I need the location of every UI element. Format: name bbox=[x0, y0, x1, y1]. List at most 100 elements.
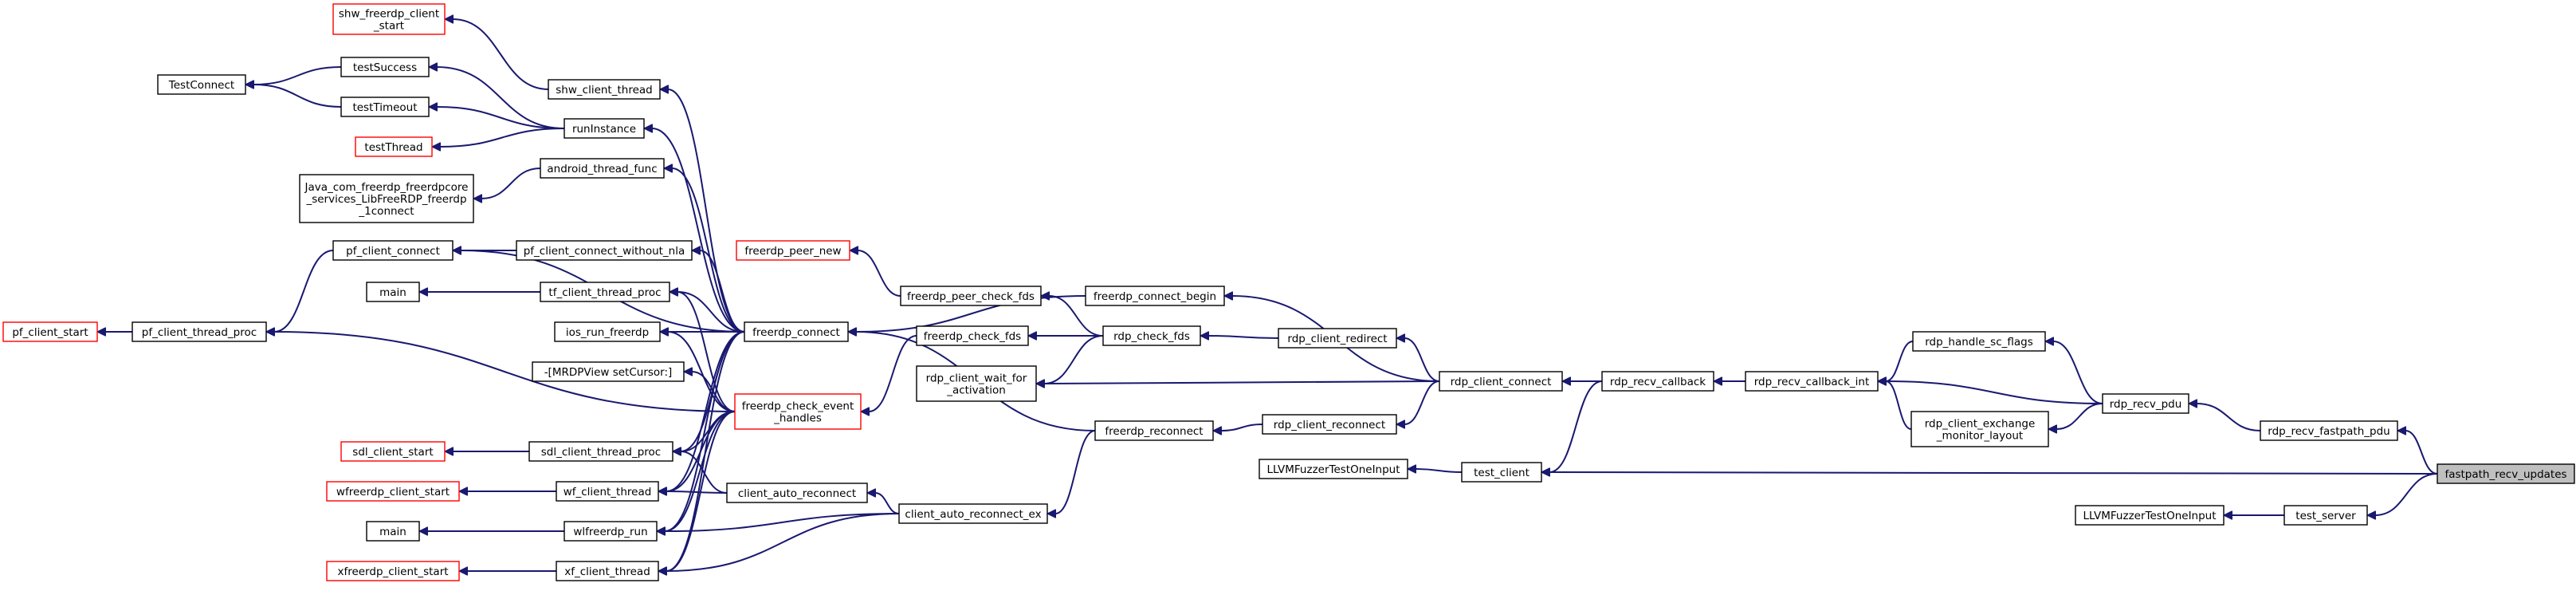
node-LLVMFuzzerTestOneInput_1[interactable]: LLVMFuzzerTestOneInput bbox=[1259, 459, 1408, 479]
node-freerdp_connect[interactable]: freerdp_connect bbox=[744, 321, 849, 342]
node-box-main_2[interactable] bbox=[366, 521, 420, 542]
node-rdp_client_wait_for_activation[interactable]: rdp_client_wait_for_activation bbox=[916, 365, 1037, 402]
node-rdp_client_reconnect[interactable]: rdp_client_reconnect bbox=[1262, 414, 1397, 435]
node-box-TestConnect[interactable] bbox=[157, 74, 246, 95]
node-box-test_server[interactable] bbox=[2283, 505, 2368, 526]
node-box-rdp_client_exchange_monitor_layout[interactable] bbox=[1910, 411, 2049, 447]
node-freerdp_connect_begin[interactable]: freerdp_connect_begin bbox=[1085, 286, 1225, 306]
node-pf_client_start[interactable]: pf_client_start bbox=[2, 321, 98, 342]
node-xfreerdp_client_start[interactable]: xfreerdp_client_start bbox=[326, 561, 460, 581]
node-testTimeout[interactable]: testTimeout bbox=[340, 97, 430, 117]
node-rdp_recv_fastpath_pdu[interactable]: rdp_recv_fastpath_pdu bbox=[2260, 420, 2398, 441]
node-wlfreerdp_run[interactable]: wlfreerdp_run bbox=[564, 521, 658, 542]
node-box-sdl_client_thread_proc[interactable] bbox=[528, 441, 673, 462]
node-client_auto_reconnect[interactable]: client_auto_reconnect bbox=[726, 483, 868, 503]
node-box-testThread[interactable] bbox=[355, 136, 433, 157]
node-box-main_1[interactable] bbox=[366, 282, 420, 302]
node-box-rdp_client_reconnect[interactable] bbox=[1262, 414, 1397, 435]
node-box-rdp_client_redirect[interactable] bbox=[1278, 328, 1397, 349]
node-box-freerdp_check_event_handles[interactable] bbox=[734, 393, 862, 430]
node-test_server[interactable]: test_server bbox=[2283, 505, 2368, 526]
node-box-test_client[interactable] bbox=[1461, 462, 1542, 483]
node-shw_freerdp_client_start[interactable]: shw_freerdp_client_start bbox=[332, 3, 446, 35]
node-box-rdp_handle_sc_flags[interactable] bbox=[1912, 331, 2046, 352]
node-box-rdp_recv_fastpath_pdu[interactable] bbox=[2260, 420, 2398, 441]
node-wf_client_thread[interactable]: wf_client_thread bbox=[556, 481, 659, 502]
node-rdp_client_exchange_monitor_layout[interactable]: rdp_client_exchange_monitor_layout bbox=[1910, 411, 2049, 447]
node-box-ios_run_freerdp[interactable] bbox=[554, 321, 661, 342]
node-rdp_handle_sc_flags[interactable]: rdp_handle_sc_flags bbox=[1912, 331, 2046, 352]
node-box-rdp_recv_pdu[interactable] bbox=[2102, 393, 2189, 414]
node-box-client_auto_reconnect_ex[interactable] bbox=[898, 503, 1048, 524]
node-pf_client_thread_proc[interactable]: pf_client_thread_proc bbox=[132, 321, 267, 342]
node-box-testSuccess[interactable] bbox=[340, 57, 430, 77]
node-box-shw_freerdp_client_start[interactable] bbox=[332, 3, 446, 35]
node-ios_run_freerdp[interactable]: ios_run_freerdp bbox=[554, 321, 661, 342]
node-box-rdp_recv_callback[interactable] bbox=[1601, 371, 1714, 392]
node-sdl_client_thread_proc[interactable]: sdl_client_thread_proc bbox=[528, 441, 673, 462]
node-box-rdp_check_fds[interactable] bbox=[1102, 325, 1201, 346]
node-fastpath_recv_updates[interactable]: fastpath_recv_updates bbox=[2437, 463, 2575, 484]
node-shw_client_thread[interactable]: shw_client_thread bbox=[548, 79, 661, 100]
node-box-pf_client_connect_without_nla[interactable] bbox=[516, 240, 693, 261]
node-sdl_client_start[interactable]: sdl_client_start bbox=[340, 441, 446, 462]
node-rdp_recv_pdu[interactable]: rdp_recv_pdu bbox=[2102, 393, 2189, 414]
node-box-LLVMFuzzerTestOneInput_1[interactable] bbox=[1259, 459, 1408, 479]
node-freerdp_peer_check_fds[interactable]: freerdp_peer_check_fds bbox=[900, 286, 1042, 306]
node-android_thread_func[interactable]: android_thread_func bbox=[540, 158, 665, 179]
node-rdp_recv_callback[interactable]: rdp_recv_callback bbox=[1601, 371, 1714, 392]
node-xf_client_thread[interactable]: xf_client_thread bbox=[556, 561, 659, 581]
node-box-mrdpview_setcursor[interactable] bbox=[532, 361, 685, 382]
node-freerdp_check_event_handles[interactable]: freerdp_check_event_handles bbox=[734, 393, 862, 430]
node-rdp_check_fds[interactable]: rdp_check_fds bbox=[1102, 325, 1201, 346]
node-mrdpview_setcursor[interactable]: -[MRDPView setCursor:] bbox=[532, 361, 685, 382]
node-box-rdp_client_connect[interactable] bbox=[1439, 371, 1563, 392]
node-box-pf_client_connect[interactable] bbox=[332, 240, 454, 261]
node-box-pf_client_thread_proc[interactable] bbox=[132, 321, 267, 342]
node-testThread[interactable]: testThread bbox=[355, 136, 433, 157]
node-box-freerdp_peer_new[interactable] bbox=[736, 240, 850, 261]
node-main_2[interactable]: main bbox=[366, 521, 420, 542]
node-box-java_connect[interactable] bbox=[299, 174, 474, 223]
node-test_client[interactable]: test_client bbox=[1461, 462, 1542, 483]
node-box-wfreerdp_client_start[interactable] bbox=[326, 481, 460, 502]
node-box-freerdp_check_fds[interactable] bbox=[916, 325, 1029, 346]
node-TestConnect[interactable]: TestConnect bbox=[157, 74, 246, 95]
node-box-runInstance[interactable] bbox=[564, 118, 645, 139]
node-pf_client_connect_without_nla[interactable]: pf_client_connect_without_nla bbox=[516, 240, 693, 261]
node-box-rdp_recv_callback_int[interactable] bbox=[1745, 371, 1879, 392]
node-box-freerdp_reconnect[interactable] bbox=[1094, 420, 1214, 441]
node-runInstance[interactable]: runInstance bbox=[564, 118, 645, 139]
node-LLVMFuzzerTestOneInput_2[interactable]: LLVMFuzzerTestOneInput bbox=[2075, 505, 2225, 526]
node-tf_client_thread_proc[interactable]: tf_client_thread_proc bbox=[540, 282, 670, 302]
node-rdp_recv_callback_int[interactable]: rdp_recv_callback_int bbox=[1745, 371, 1879, 392]
node-box-xf_client_thread[interactable] bbox=[556, 561, 659, 581]
node-box-freerdp_peer_check_fds[interactable] bbox=[900, 286, 1042, 306]
node-box-fastpath_recv_updates[interactable] bbox=[2437, 463, 2575, 484]
node-testSuccess[interactable]: testSuccess bbox=[340, 57, 430, 77]
node-rdp_client_connect[interactable]: rdp_client_connect bbox=[1439, 371, 1563, 392]
node-client_auto_reconnect_ex[interactable]: client_auto_reconnect_ex bbox=[898, 503, 1048, 524]
node-box-freerdp_connect[interactable] bbox=[744, 321, 849, 342]
node-box-client_auto_reconnect[interactable] bbox=[726, 483, 868, 503]
node-box-sdl_client_start[interactable] bbox=[340, 441, 446, 462]
node-box-xfreerdp_client_start[interactable] bbox=[326, 561, 460, 581]
node-freerdp_check_fds[interactable]: freerdp_check_fds bbox=[916, 325, 1029, 346]
node-box-pf_client_start[interactable] bbox=[2, 321, 98, 342]
node-box-wf_client_thread[interactable] bbox=[556, 481, 659, 502]
node-java_connect[interactable]: Java_com_freerdp_freerdpcore_services_Li… bbox=[299, 174, 474, 223]
node-box-shw_client_thread[interactable] bbox=[548, 79, 661, 100]
node-box-wlfreerdp_run[interactable] bbox=[564, 521, 658, 542]
node-rdp_client_redirect[interactable]: rdp_client_redirect bbox=[1278, 328, 1397, 349]
node-freerdp_reconnect[interactable]: freerdp_reconnect bbox=[1094, 420, 1214, 441]
node-pf_client_connect[interactable]: pf_client_connect bbox=[332, 240, 454, 261]
node-main_1[interactable]: main bbox=[366, 282, 420, 302]
node-box-LLVMFuzzerTestOneInput_2[interactable] bbox=[2075, 505, 2225, 526]
node-freerdp_peer_new[interactable]: freerdp_peer_new bbox=[736, 240, 850, 261]
node-box-android_thread_func[interactable] bbox=[540, 158, 665, 179]
node-box-tf_client_thread_proc[interactable] bbox=[540, 282, 670, 302]
node-wfreerdp_client_start[interactable]: wfreerdp_client_start bbox=[326, 481, 460, 502]
node-box-rdp_client_wait_for_activation[interactable] bbox=[916, 365, 1037, 402]
node-box-freerdp_connect_begin[interactable] bbox=[1085, 286, 1225, 306]
node-box-testTimeout[interactable] bbox=[340, 97, 430, 117]
